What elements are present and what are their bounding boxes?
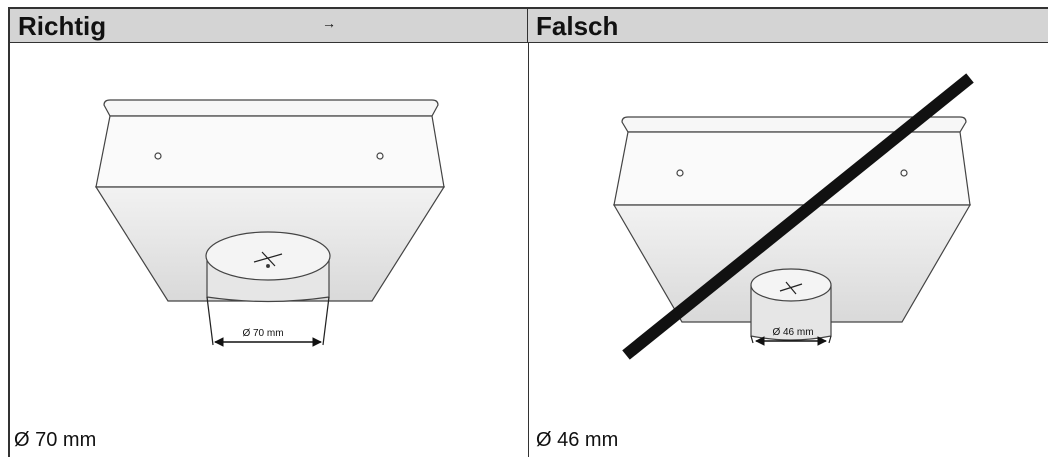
header-wrong-title: Falsch: [536, 11, 619, 41]
caption-wrong: Ø 46 mm: [536, 429, 619, 451]
caption-correct: Ø 70 mm: [14, 429, 97, 451]
column-divider: [528, 43, 529, 457]
correct-device-drawing: [94, 99, 446, 347]
dimension-label-46: Ø 46 mm: [772, 327, 813, 338]
table-left-border: [8, 43, 10, 457]
header-correct-title: Richtig: [18, 11, 107, 41]
dimension-label-70: Ø 70 mm: [242, 328, 283, 339]
wrong-device-drawing: [612, 116, 972, 346]
header-wrong: Falsch: [528, 7, 1048, 43]
comparison-table: Richtig → Falsch Ø 70 mm Ø 46 mm: [8, 7, 1048, 457]
strike-through-mark: [622, 73, 974, 360]
header-correct: Richtig →: [8, 7, 528, 43]
arrow-icon: →: [322, 15, 336, 31]
